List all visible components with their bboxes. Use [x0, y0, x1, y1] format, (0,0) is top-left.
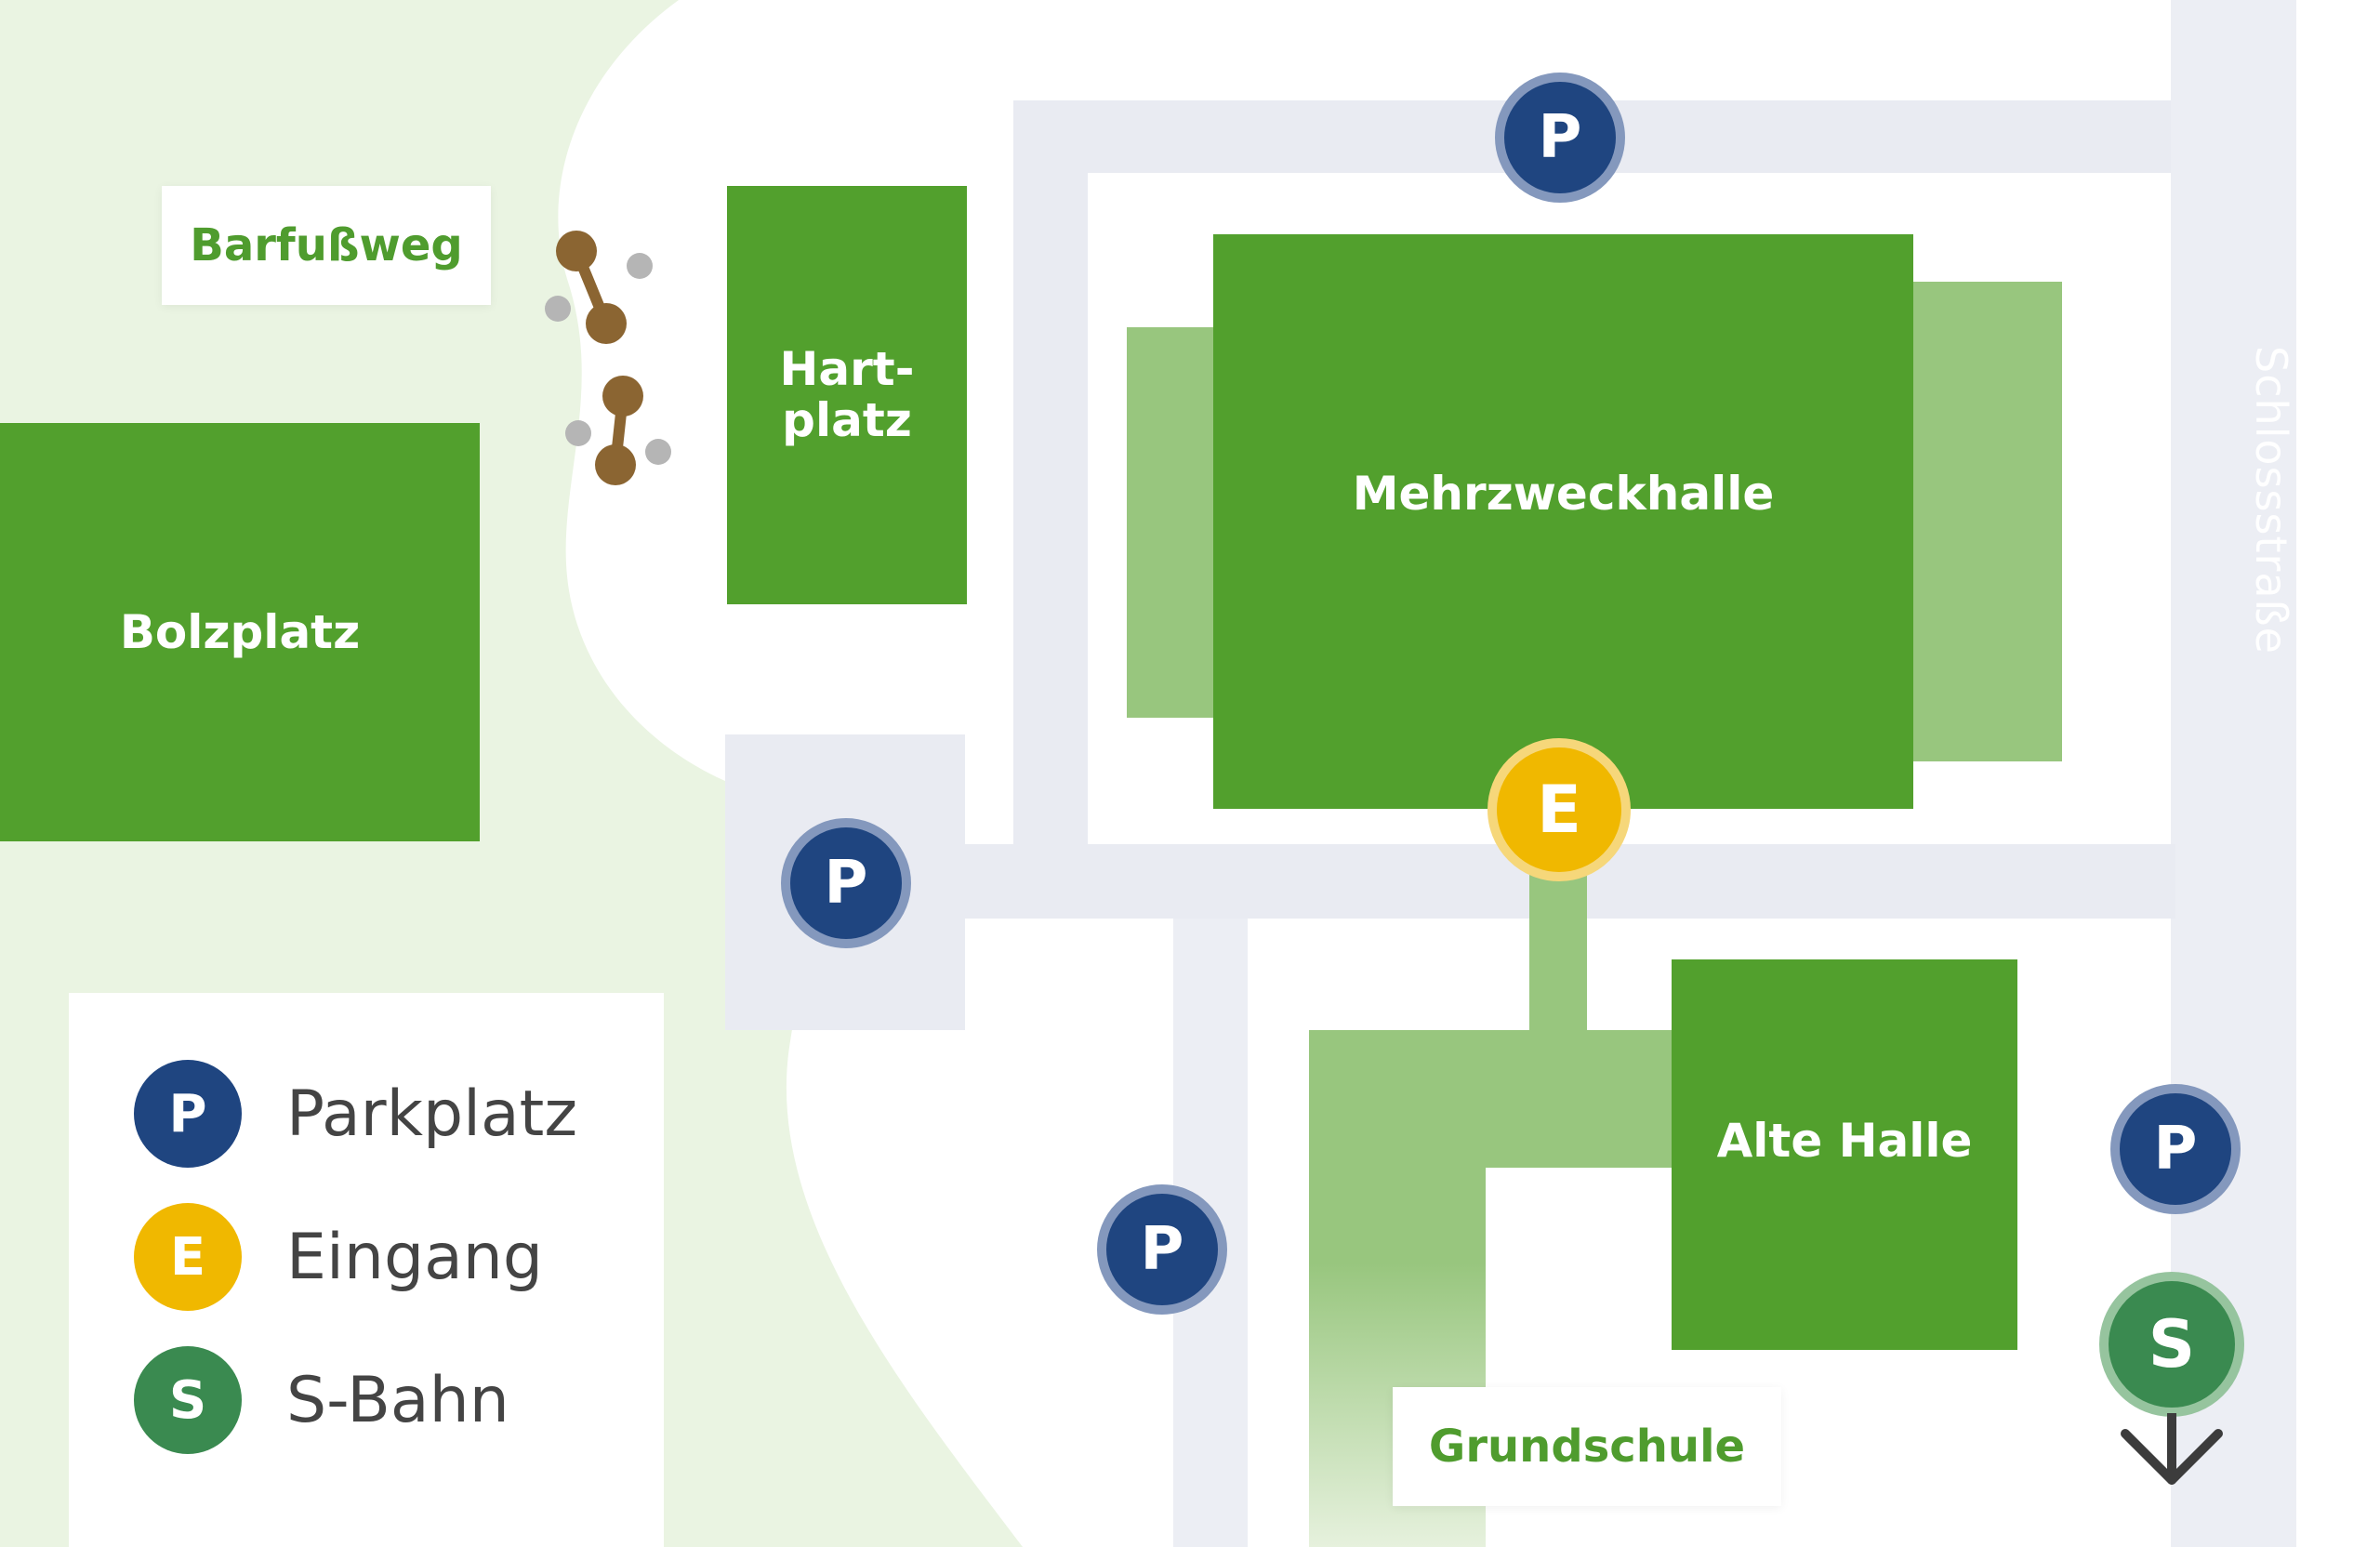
grundschule-label: Grundschule — [1428, 1421, 1746, 1473]
legend-label: S-Bahn — [286, 1363, 509, 1437]
legend-label: Parkplatz — [286, 1077, 578, 1151]
barfussweg-trail-icon — [545, 231, 671, 485]
parking-marker-north[interactable]: P — [1495, 73, 1625, 203]
sbahn-icon: S — [134, 1346, 242, 1454]
tag-barfussweg: Barfußweg — [162, 186, 491, 305]
legend-item-eingang: E Eingang — [134, 1203, 543, 1311]
entrance-icon: E — [1537, 772, 1581, 848]
mehrzweckhalle-annex-east — [1906, 282, 2062, 761]
legend-letter: P — [168, 1083, 207, 1144]
barfussweg-label: Barfußweg — [190, 219, 463, 271]
road-inner-east — [1088, 173, 1106, 844]
street-label-schlossstrasse: Schlossstraße — [2246, 346, 2296, 654]
sbahn-marker[interactable]: S — [2099, 1272, 2244, 1417]
hartplatz-label-line2: platz — [782, 393, 912, 447]
building-alte-halle: Alte Halle — [1672, 959, 2017, 1350]
bolzplatz-label: Bolzplatz — [119, 605, 361, 659]
parking-marker-south[interactable]: P — [1097, 1184, 1227, 1315]
entrance-marker[interactable]: E — [1488, 738, 1631, 881]
building-mehrzweckhalle: Mehrzweckhalle — [1213, 234, 1913, 809]
building-hartplatz: Hart- platz — [727, 186, 967, 604]
legend-item-sbahn: S S-Bahn — [134, 1346, 509, 1454]
arrow-down-icon — [2121, 1413, 2223, 1485]
legend-letter: E — [169, 1226, 206, 1288]
legend-letter: S — [168, 1369, 207, 1431]
alte-halle-label: Alte Halle — [1716, 1114, 1973, 1168]
parking-marker-west[interactable]: P — [781, 818, 911, 948]
mehrzweckhalle-annex-west — [1127, 327, 1229, 718]
parking-icon: P — [824, 849, 868, 918]
tag-grundschule: Grundschule — [1393, 1387, 1781, 1506]
parking-icon: P — [1140, 1215, 1184, 1284]
legend-item-parkplatz: P Parkplatz — [134, 1060, 577, 1168]
mehrzweckhalle-label: Mehrzweckhalle — [1352, 467, 1775, 521]
building-bolzplatz: Bolzplatz — [0, 423, 480, 841]
road-west-vertical — [1013, 100, 1088, 919]
hartplatz-label-line1: Hart- — [779, 342, 915, 396]
legend-label: Eingang — [286, 1220, 544, 1294]
map-legend: P Parkplatz E Eingang S S-Bahn — [69, 993, 664, 1547]
parking-marker-east[interactable]: P — [2110, 1084, 2241, 1214]
parking-icon: P — [134, 1060, 242, 1168]
parking-icon: P — [2153, 1115, 2198, 1183]
parking-icon: P — [1538, 103, 1582, 172]
entrance-icon: E — [134, 1203, 242, 1311]
sbahn-icon: S — [2148, 1306, 2196, 1382]
